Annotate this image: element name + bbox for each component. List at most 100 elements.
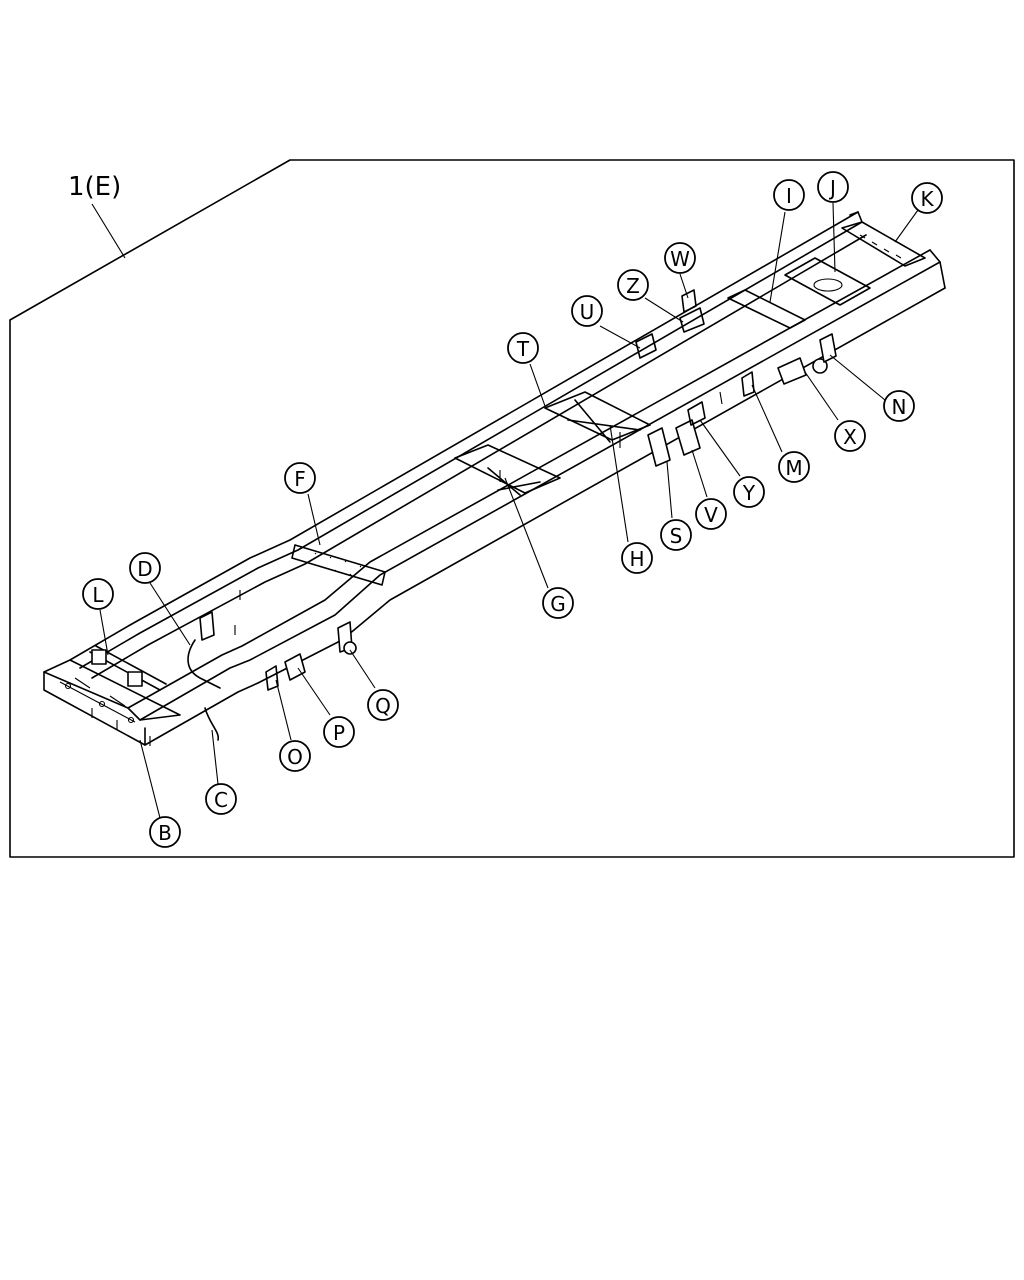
bracket-p [284,653,306,681]
callout-k: K [911,182,943,214]
front-tabs [91,708,151,746]
crossmember-g [454,444,561,494]
callout-j: J [817,171,849,203]
crossmember-f [291,544,386,586]
callout-letter: O [287,745,303,769]
far-rail-top-inner [79,221,863,669]
callout-circle [279,740,311,772]
callout-circle [205,783,237,815]
far-rail-end [849,211,863,223]
chassis-frame [43,211,946,746]
bracket-c [204,707,220,741]
callout-letter: P [333,721,345,745]
callout-circle [507,332,539,364]
callout-d: D [129,552,161,584]
callout-s: S [660,519,692,551]
callout-circle [695,498,727,530]
callout-circle [883,390,915,422]
callout-f: F [284,462,316,494]
callout-letter: Z [626,274,640,298]
crossmember-i [727,289,806,329]
crossmember-k [841,221,926,267]
bracket-z [679,307,705,333]
bracket-s [647,427,671,467]
callout-circle [773,179,805,211]
callout-letter: F [294,467,306,491]
bracket-y [687,401,706,426]
callout-leaders [99,202,919,819]
bracket-q-bush [343,641,357,655]
callout-letter: U [580,300,595,324]
callout-letter: V [704,503,718,527]
stabilizer-bar [187,639,221,689]
bracket-n [819,333,837,363]
far-rail-top [69,211,859,661]
callout-circle [834,420,866,452]
near-rail-end [929,249,946,289]
crossmember-j [784,257,871,306]
callout-c: C [205,783,237,815]
callout-m: M [778,451,810,483]
callout-letter: W [670,247,690,271]
front-bolt-hole-2 [98,700,106,708]
near-rail-top-inner [127,249,931,709]
callout-letter: D [137,557,152,581]
front-crossmember [43,659,181,721]
callout-letter: Q [375,694,391,718]
callout-l: L [82,578,114,610]
callout-letter: N [892,395,907,419]
callout-b: B [149,816,181,848]
bracket-x [777,357,807,385]
spare-tire-mount [813,278,843,292]
callout-o: O [279,740,311,772]
crossmember-h-web [567,399,641,443]
callout-letter: I [786,184,792,208]
callout-circle [284,462,316,494]
callout-circle [82,578,114,610]
near-rail-top [139,261,941,721]
front-bolt-hole-1 [64,682,72,690]
callout-q: Q [367,689,399,721]
diagram-border [9,159,1015,858]
bracket-misc [234,391,723,635]
front-bolt-hole-3 [127,716,135,724]
callout-letter: S [670,524,683,548]
far-rail-bottom [91,234,867,679]
callout-h: H [621,542,653,574]
callout-letter: Y [742,481,756,505]
callout-g: G [542,587,574,619]
crossmember-k-holes [859,234,902,259]
bracket-w [681,289,697,313]
bracket-m [741,371,755,397]
callout-letter: H [629,547,644,571]
callout-n: N [883,390,915,422]
callout-letter: B [158,821,172,845]
assembly-label: 1(E) [68,172,121,202]
callout-letter: K [920,187,934,211]
callout-letter: L [92,583,104,607]
callout-circle [733,476,765,508]
front-bracket-right [127,671,143,687]
crossmember-h [544,391,651,441]
front-bracket-left [91,649,107,665]
callout-circle [367,689,399,721]
callout-z: Z [617,269,649,301]
callout-circle [542,587,574,619]
front-crossmember-face [43,671,146,746]
callout-w: W [664,242,696,274]
callout-letter: T [516,337,530,361]
callout-circle [778,451,810,483]
callout-letter: X [843,425,857,449]
callout-letter: C [214,788,228,812]
callout-circle [664,242,696,274]
callout-circle [660,519,692,551]
callout-u: U [571,295,603,327]
bracket-v [675,419,701,456]
callout-y: Y [733,476,765,508]
callout-circle [621,542,653,574]
engine-mount-bracket [199,611,215,641]
callout-circle [149,816,181,848]
callout-labels: B C D F G H I J K L M N O P Q S T U V W X Y Z [82,171,943,848]
callout-v: V [695,498,727,530]
